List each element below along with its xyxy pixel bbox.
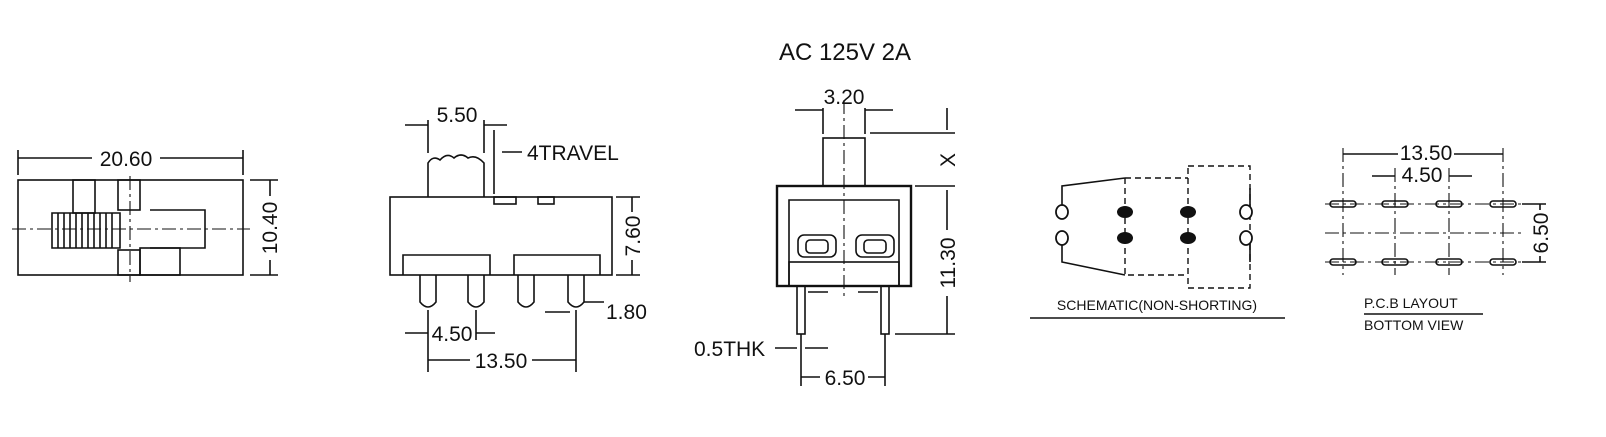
pcb-bottom-view-label: BOTTOM VIEW — [1364, 317, 1464, 333]
pcb-span-label: 13.50 — [1400, 142, 1453, 165]
pcb-row-label: 6.50 — [1530, 213, 1553, 254]
side-height-label: 7.60 — [622, 216, 645, 257]
end-knob-label: 3.20 — [824, 86, 865, 109]
top-width-label: 20.60 — [100, 148, 153, 171]
side-travel-label: 4TRAVEL — [527, 142, 619, 165]
side-knob-label: 5.50 — [437, 104, 478, 127]
pcb-layout-label: P.C.B LAYOUT — [1364, 295, 1458, 311]
pcb-layout: 13.50 4.50 6.50 P.C.B LAYOUT BOTTOM VIEW — [1325, 142, 1553, 333]
end-view: 3.20 X 11.30 0.5THK 6.50 — [694, 86, 960, 390]
end-thickness-label: 0.5THK — [694, 338, 765, 361]
schematic-label: SCHEMATIC(NON-SHORTING) — [1057, 297, 1257, 313]
top-view: 20.60 10.40 — [12, 148, 282, 282]
end-height-label: 11.30 — [937, 238, 960, 289]
end-pin-span-label: 6.50 — [825, 367, 866, 390]
side-span-label: 13.50 — [475, 350, 528, 373]
top-height-label: 10.40 — [259, 202, 282, 255]
side-view: 5.50 4TRAVEL 7.60 1.80 4.50 13.50 — [389, 104, 647, 373]
end-x-label: X — [937, 153, 960, 167]
rating-label: AC 125V 2A — [779, 39, 911, 66]
side-pin-length-label: 1.80 — [606, 301, 647, 324]
schematic: SCHEMATIC(NON-SHORTING) — [1030, 165, 1285, 319]
pcb-pitch-label: 4.50 — [1402, 164, 1443, 187]
side-pitch-label: 4.50 — [432, 323, 473, 346]
